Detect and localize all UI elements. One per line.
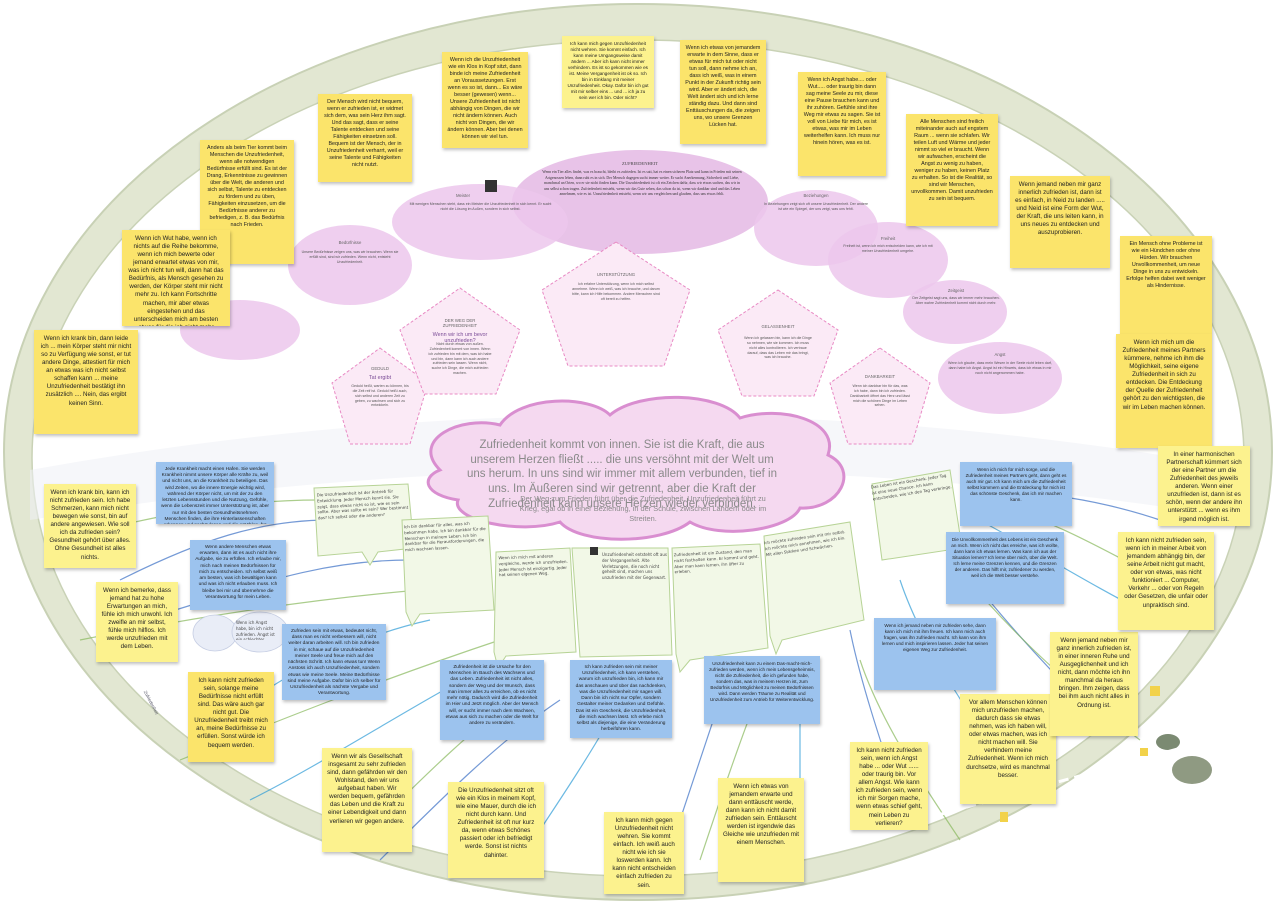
sticky-note: Wenn ich bemerke, dass jemand hat zu hoh… [96,582,178,662]
bubble-text-meister: Mit wenigen Menschen steht, dass ein Mei… [409,202,552,211]
handwritten-note-3: Wenn ich mich mit anderen vergleiche, we… [498,553,568,578]
center-bubble [512,150,768,254]
bubble-text-zeitgeist: Der Zeitgeist sagt uns, dass wir immer m… [912,296,1000,305]
sticky-note: Wenn jemand neben mir ganz innerlich zuf… [1050,632,1138,736]
pentagon-gelassenheit [717,289,839,397]
blue-note: Die Unvollkommenheit des Lebens ist ein … [946,532,1064,604]
blue-note: Unzufriedenheit kann zu einem Das-macht-… [704,656,820,724]
sticky-note: Der Mensch wird nicht bequem, wenn er zu… [318,94,412,182]
sticky-note: Wenn wir als Gesellschaft insgesamt zu s… [322,748,412,852]
pentagon-weg [399,287,521,395]
pentagon-title-geduld: GEDULD [371,366,389,371]
bubble-title-beduerfnisse: Bedürfnisse [338,240,362,245]
pentagon-unterstuetzung [541,241,691,367]
bubble-title-meister: Meister [455,193,471,198]
blue-note: Zufriedenheit ist die Ursache für den Me… [440,660,544,740]
pentagon-geduld [331,347,429,445]
sticky-note: Wenn jemand neben mir ganz innerlich zuf… [1010,176,1110,268]
sticky-note: Ein Mensch ohne Probleme ist wie ein Hün… [1120,236,1212,334]
sticky-note: Wenn ich die Unzufriedenheit wie ein Klo… [442,52,528,148]
sticky-note: Ich kann nicht zufrieden sein, wenn ich … [850,742,928,830]
quote-cloud [426,395,846,541]
sticky-note: Wenn ich Angst habe.... oder Wut..... od… [798,72,886,176]
sticky-note: Wenn ich etwas von jemandem erwarte und … [718,778,804,882]
sticky-note: Ich kann mich gegen Unzufriedenheit nich… [604,812,684,894]
sticky-note: Wenn ich krank bin, dann leide ich ... m… [34,330,138,434]
sticky-note: Wenn ich Wut habe, wenn ich nichts auf d… [122,230,230,326]
sticky-note: Ich kann mich gegen Unzufriedenheit nich… [562,36,654,108]
handwritten-note-1: Die Unzufriedenheit ist der Antrieb für … [316,488,409,521]
sticky-note: Alle Menschen sind freilich miteinander … [906,114,998,226]
handwritten-note-2: Ich bin dankbar für alles, was ich bekom… [403,520,486,553]
bubble-text-freiheit: Freiheit ist, wenn ich mich entscheiden … [843,244,933,253]
blue-note: Jede Krankheit macht einen Hafen. Sie we… [156,462,274,524]
blue-note: Zufrieden sein mit etwas, bedeutet nicht… [282,624,386,700]
bubble-freiheit [828,222,948,298]
pentagon-title-gelassenheit: GELASSENHEIT [761,324,795,329]
sticky-note: In einer harmonischen Partnerschaft kümm… [1158,446,1250,526]
cloud-quote: Zufriedenheit kommt von innen. Sie ist d… [467,439,777,510]
pentagon-dankbarkeit [829,347,931,445]
pentagon-text-weg: Nicht durch etwas von außen. Zufriedenhe… [428,342,492,376]
sticky-note: Ich kann nicht zufrieden sein, solange m… [188,672,274,762]
sticky-note: Ich kann nicht zufrieden sein, wenn ich … [1118,532,1214,630]
bubble-angst [938,342,1062,414]
bubble-zeitgeist [903,280,1007,344]
blue-note: Wenn ich mich für mich sorge, und die Zu… [960,462,1072,526]
connector-line [119,519,331,581]
pentagon-text-geduld: Geduld heißt, warten zu können, bis die … [351,384,409,408]
small-clouds [192,611,289,653]
handwritten-note-4: Unzufriedenheit entsteht oft aus der Ver… [602,552,667,581]
bubble-title-beziehungen: Beziehungen [803,193,829,198]
sticky-note: Wenn ich etwas von jemandem erwarte in d… [680,40,766,144]
blue-note: Wenn ich jemand neben mir zufrieden sehe… [874,618,996,690]
bubble-title-zeitgeist: Zeitgeist [947,288,965,293]
bubble-text-angst: Wenn ich glaube, dass mein Wesen in der … [948,361,1052,375]
cloud-subtext: Der Weg zum Frieden führt über die Zufri… [519,494,767,523]
center-title: ZUFRIEDENHEIT [622,161,658,166]
sticky-note: Wenn ich mich um die Zufriedenheit meine… [1116,334,1212,448]
pentagon-text-dankbarkeit: Wenn ich dankbar bin für das, was ich ha… [850,384,910,408]
pentagon-title-dankbarkeit: DANKBARKEIT [864,374,896,379]
bubble-beduerfnisse [288,225,412,305]
pentagon-head-geduld: Tat ergibt [368,375,392,381]
pentagon-title-unterstuetzung: UNTERSTÜTZUNG [596,272,636,277]
sticky-note: Die Unzufriedenheit sitzt oft wie ein Kl… [448,782,544,878]
bubble-title-angst: Angst [994,352,1006,357]
handwritten-note-8: Wenn ich Angst habe, bin ich nicht zufri… [236,620,275,640]
handwritten-note-5: Zufriedenheit ist ein Zustand, den man n… [673,548,759,575]
center-text: Wenn ein Tier alles findet, was es brauc… [542,170,742,196]
decor-right [919,686,1212,822]
bubble-text-beduerfnisse: Unsere Bedürfnisse zeigen uns, was wir b… [301,250,399,264]
blue-note: Ich kann zufrieden sein mit meiner Unzuf… [570,660,672,738]
pentagon-text-unterstuetzung: Ich erfahre Unterstützung, wenn ich mich… [572,282,660,301]
pentagon-text-gelassenheit: Wenn ich gelassen bin, kann ich die Ding… [744,336,812,360]
pentagon-title-weg: DER WEG DER ZUFRIEDENHEIT [442,318,478,328]
bubble-text-beziehungen: In Beziehungen zeigt sich oft unsere Unz… [763,202,869,211]
pentagon-head-weg: Wenn wir ich um bevor unzufrieden? [432,332,488,344]
bubble-meister [392,184,568,260]
bubble-title-freiheit: Freiheit [880,236,896,241]
sticky-note: Wenn ich krank bin, kann ich nicht zufri… [44,484,136,568]
green-bubbles [313,469,963,674]
blue-note: Wenn andere Menschen etwas erwarten, dan… [190,540,286,610]
handwritten-note-6: Ich möchte zufrieden sein mit mir selbst… [763,529,846,557]
sticky-note: Vor allem Menschen können mich unzufried… [960,694,1056,804]
